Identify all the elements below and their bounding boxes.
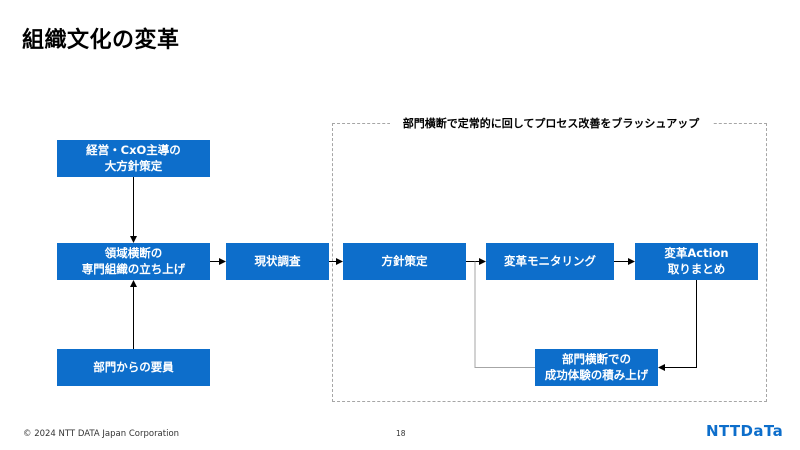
ntt-data-logo: NTTDaTa — [706, 422, 784, 440]
box-success-experience: 部門横断での 成功体験の積み上げ — [535, 349, 658, 386]
page-number: 18 — [396, 429, 406, 438]
copyright-text: © 2024 NTT DATA Japan Corporation — [23, 429, 180, 439]
arrow-action-to-success — [658, 280, 697, 371]
box-policy: 経営・CxO主導の 大方針策定 — [57, 140, 210, 177]
box-department-staff: 部門からの要員 — [57, 349, 210, 386]
page-title: 組織文化の変革 — [22, 28, 180, 53]
box-policy-planning: 方針策定 — [343, 243, 466, 280]
line-success-to-plan — [474, 261, 535, 368]
box-current-survey: 現状調査 — [226, 243, 329, 280]
loop-region-label: 部門横断で定常的に回してプロセス改善をブラッシュアップ — [390, 115, 712, 131]
box-specialist-team: 領域横断の 専門組織の立ち上げ — [57, 243, 210, 280]
box-change-monitoring: 変革モニタリング — [486, 243, 614, 280]
box-change-action: 変革Action 取りまとめ — [635, 243, 758, 280]
